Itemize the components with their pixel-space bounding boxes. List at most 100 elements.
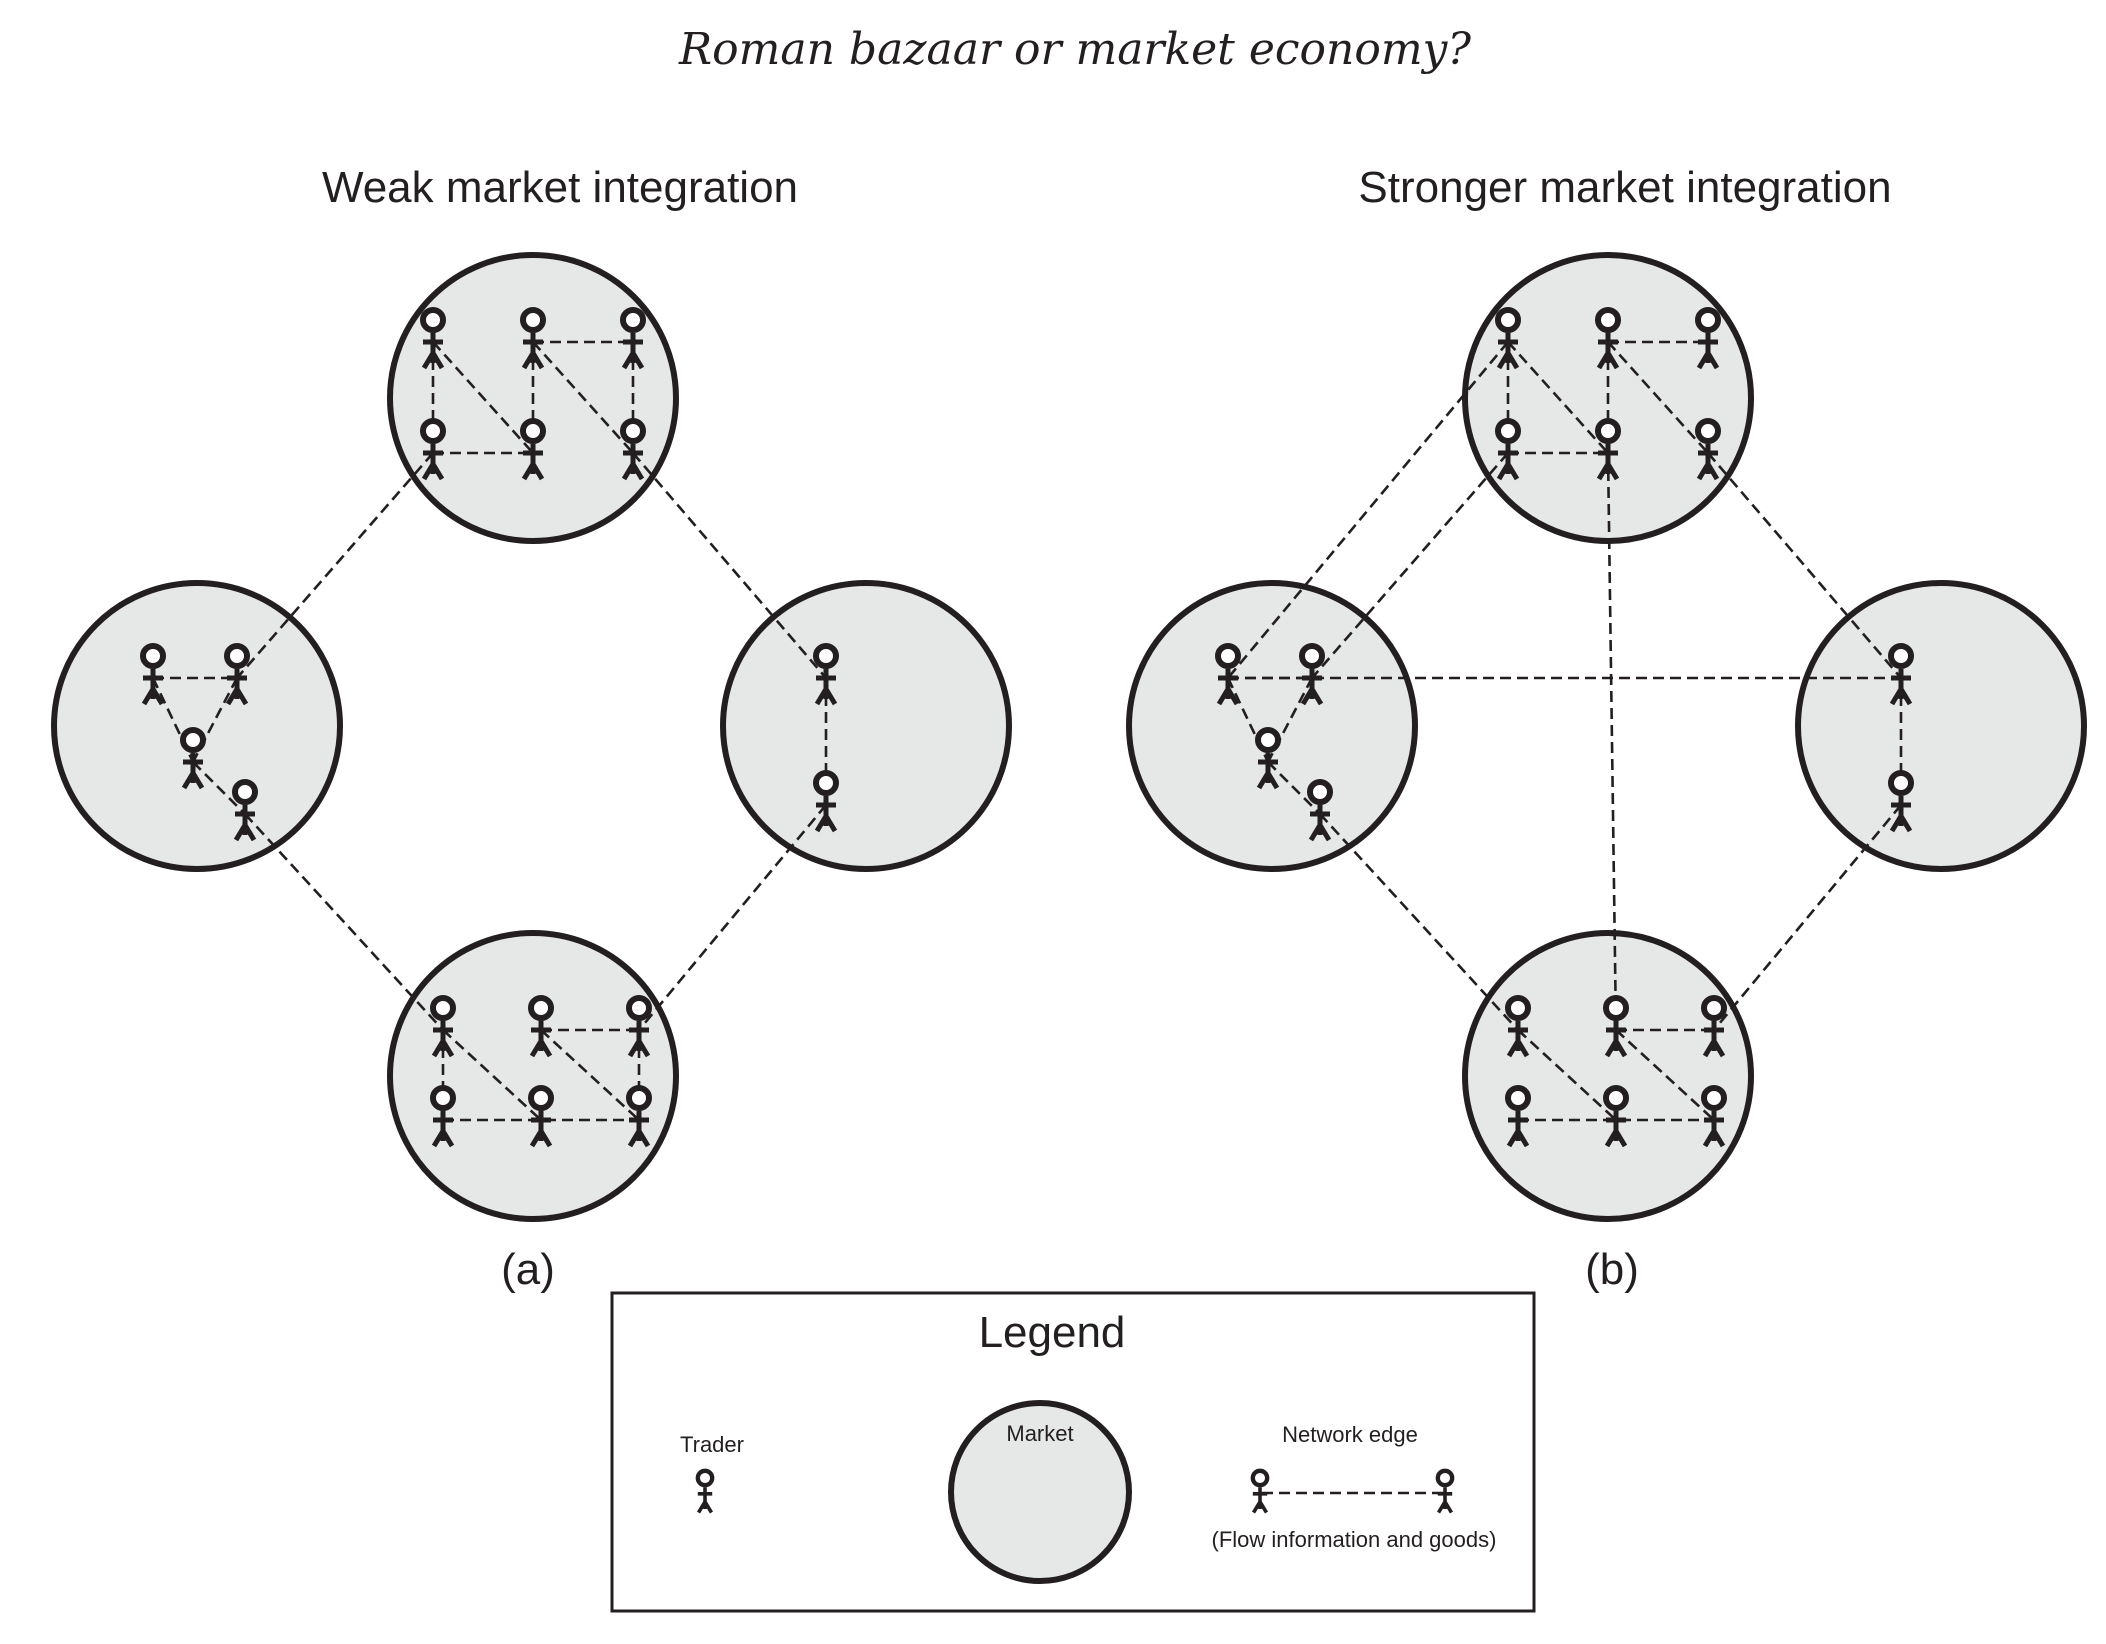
panel-b-label: (b) — [1585, 1245, 1639, 1294]
trader-icon — [695, 1468, 715, 1514]
markets — [51, 252, 1012, 1222]
trader-head — [528, 1085, 554, 1111]
market-left — [51, 580, 343, 872]
trader-body — [1702, 1021, 1726, 1058]
trader-head — [626, 995, 652, 1021]
trader — [420, 418, 446, 481]
trader-body — [1216, 669, 1240, 706]
trader-head — [1701, 995, 1727, 1021]
trader-body — [421, 444, 445, 481]
trader — [528, 1085, 554, 1148]
trader-head — [620, 418, 646, 444]
network-edge — [192, 761, 246, 815]
trader-head — [1215, 643, 1241, 669]
trader-head — [1695, 418, 1721, 444]
trader — [1701, 1085, 1727, 1148]
trader — [626, 995, 652, 1058]
panel-b-title: Stronger market integration — [1358, 163, 1891, 212]
trader-head — [528, 995, 554, 1021]
trader — [620, 418, 646, 481]
trader-head — [813, 770, 839, 796]
trader-body — [431, 1021, 455, 1058]
trader — [1603, 1085, 1629, 1148]
network-edge — [1517, 1029, 1617, 1121]
legend-title: Legend — [979, 1308, 1126, 1357]
network-edge — [244, 813, 444, 1031]
trader-body — [529, 1021, 553, 1058]
trader-head — [1695, 307, 1721, 333]
running-head: Roman bazaar or market economy? — [678, 24, 1471, 75]
panel-b-network — [1126, 252, 2087, 1222]
trader-head — [1888, 643, 1914, 669]
trader-head — [1435, 1468, 1455, 1488]
network-edge — [1311, 452, 1509, 679]
trader-body — [1596, 333, 1620, 370]
trader-body — [1604, 1021, 1628, 1058]
trader-body — [814, 796, 838, 833]
trader-head — [1495, 418, 1521, 444]
trader-head — [1595, 418, 1621, 444]
network-edge — [1713, 804, 1902, 1031]
trader-head — [1603, 1085, 1629, 1111]
trader — [1695, 307, 1721, 370]
trader-head — [420, 307, 446, 333]
legend-edge-caption: (Flow information and goods) — [1212, 1527, 1497, 1552]
legend-box — [610, 1291, 1536, 1613]
panel-a-label: (a) — [501, 1245, 555, 1294]
trader-body — [696, 1487, 714, 1514]
trader-head — [520, 418, 546, 444]
trader — [1595, 307, 1621, 370]
trader-head — [232, 779, 258, 805]
traders — [1215, 307, 1914, 1148]
trader-body — [1506, 1021, 1530, 1058]
trader-icon — [1435, 1468, 1455, 1514]
legend-trader-label: Trader — [680, 1432, 744, 1457]
trader-body — [627, 1021, 651, 1058]
trader — [140, 643, 166, 706]
network-edge — [1607, 341, 1709, 454]
trader — [1307, 779, 1333, 842]
trader — [420, 307, 446, 370]
trader-head — [430, 995, 456, 1021]
trader-body — [1702, 1111, 1726, 1148]
trader-body — [1308, 805, 1332, 842]
market-bottom — [1462, 930, 1754, 1222]
network-edge — [442, 1029, 542, 1121]
trader-head — [1701, 1085, 1727, 1111]
market-left — [1126, 580, 1418, 872]
trader — [1255, 727, 1281, 790]
network-edge — [540, 1029, 640, 1121]
markets — [1126, 252, 2087, 1222]
trader-head — [1307, 779, 1333, 805]
trader — [1495, 307, 1521, 370]
legend-market-label: Market — [1006, 1421, 1073, 1446]
trader-head — [620, 307, 646, 333]
trader — [813, 770, 839, 833]
trader-head — [1255, 727, 1281, 753]
trader-body — [521, 333, 545, 370]
network-edge — [1606, 452, 1618, 1031]
trader-body — [521, 444, 545, 481]
trader-head — [1505, 1085, 1531, 1111]
trader — [180, 727, 206, 790]
trader-head — [420, 418, 446, 444]
trader-body — [1889, 669, 1913, 706]
network-edge — [1707, 452, 1902, 679]
market-right — [1795, 580, 2087, 872]
trader-head — [1299, 643, 1325, 669]
legend-edge-traders — [1250, 1468, 1455, 1514]
trader-body — [1506, 1111, 1530, 1148]
trader — [1505, 1085, 1531, 1148]
trader-head — [520, 307, 546, 333]
trader — [520, 418, 546, 481]
trader-body — [141, 669, 165, 706]
trader-body — [1256, 753, 1280, 790]
trader — [430, 1085, 456, 1148]
trader — [1695, 418, 1721, 481]
trader-head — [626, 1085, 652, 1111]
trader-body — [1436, 1487, 1454, 1514]
trader-body — [431, 1111, 455, 1148]
network-edge — [638, 804, 827, 1031]
trader — [1888, 770, 1914, 833]
trader-head — [1888, 770, 1914, 796]
